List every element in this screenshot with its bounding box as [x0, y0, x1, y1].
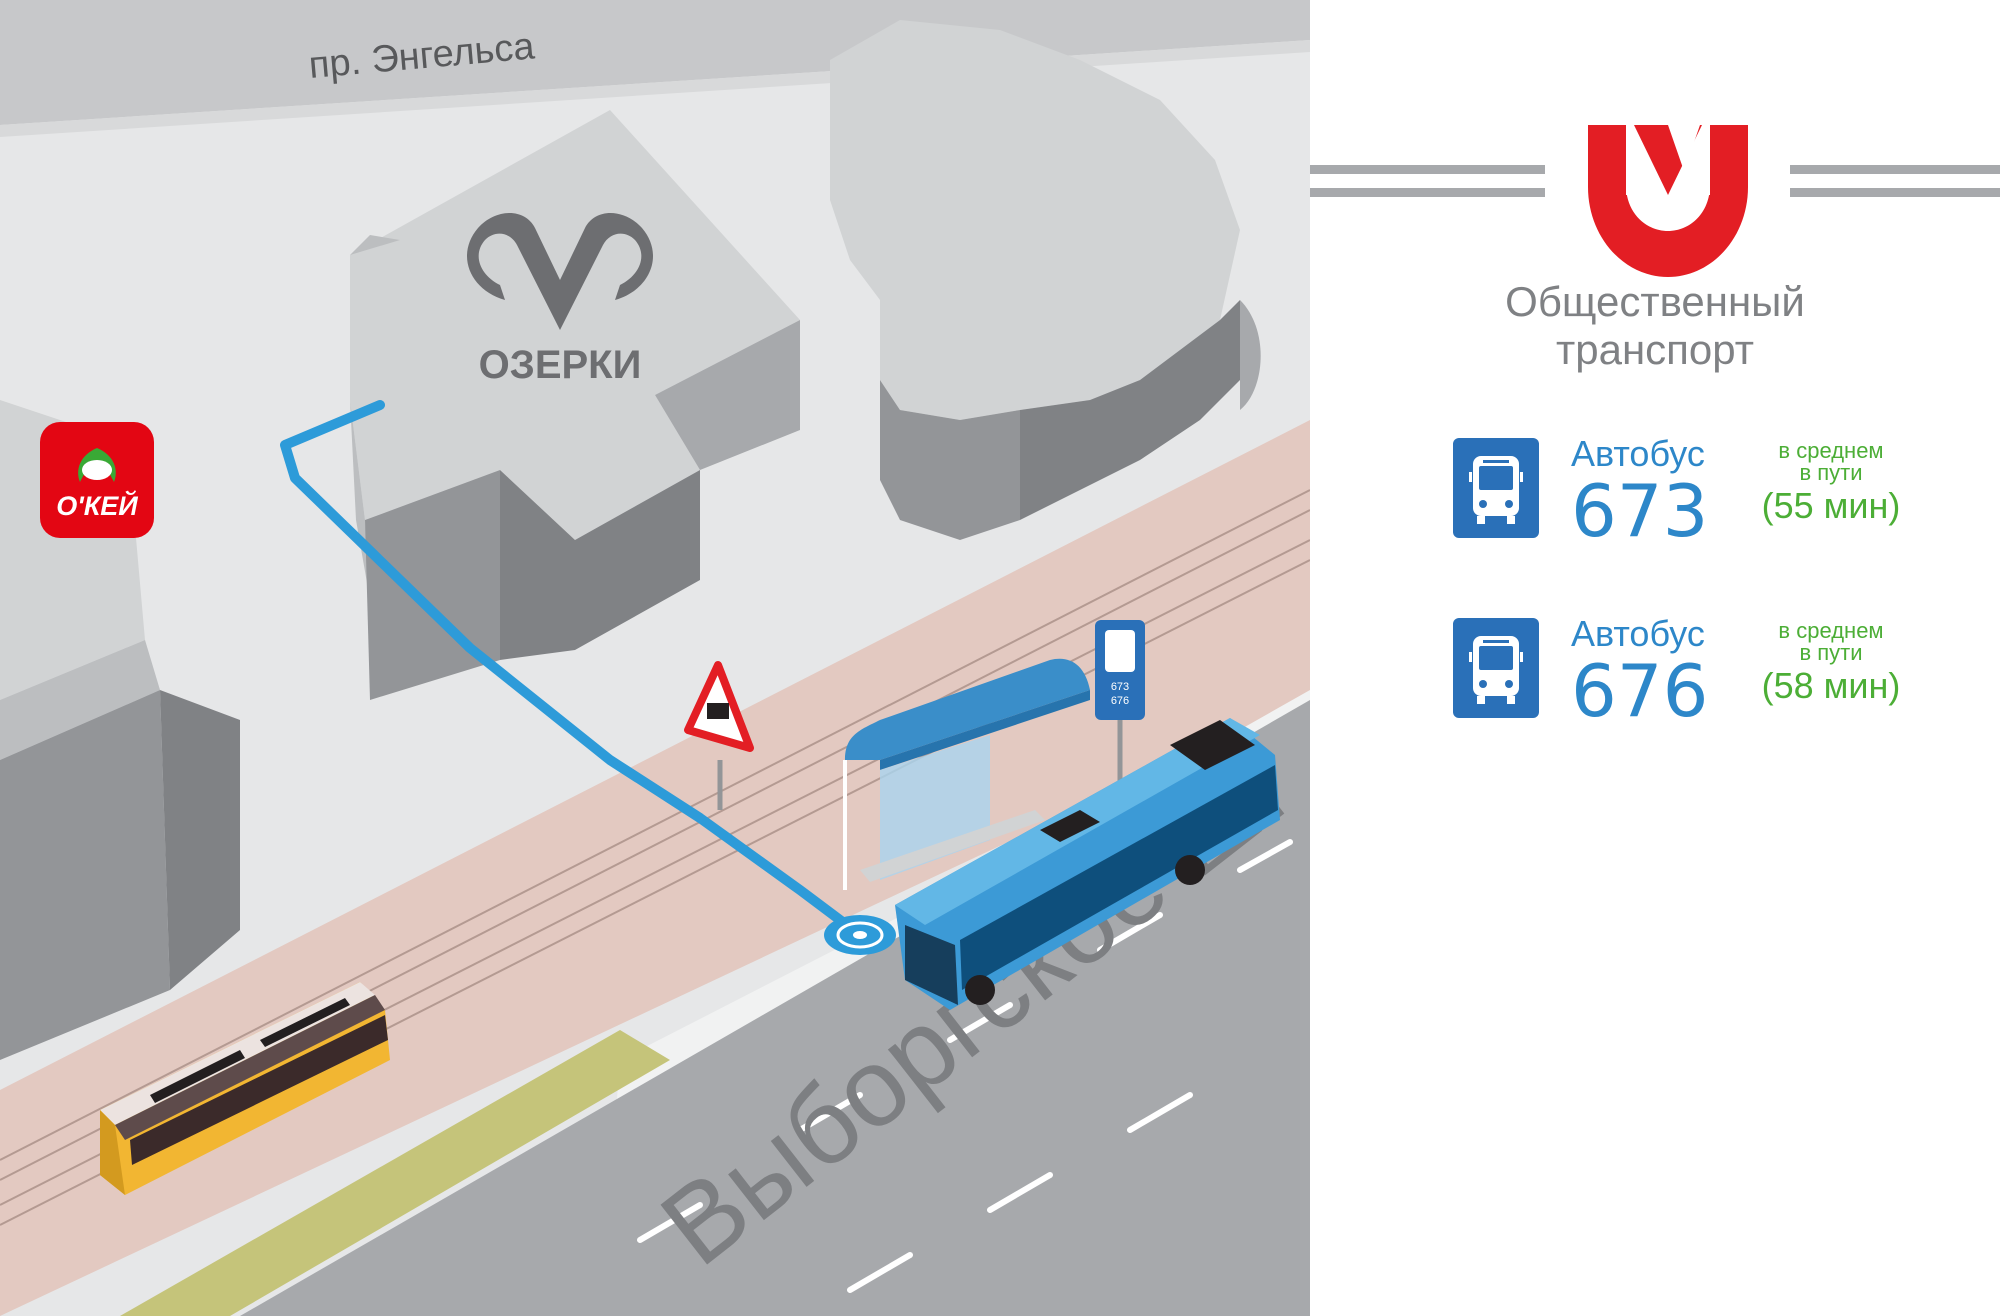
route-travel-time: (58 мин) — [1761, 665, 1901, 706]
bus-icon — [1453, 618, 1539, 718]
route-card: Автобус 673 в среднем в пути (55 мин) — [1453, 434, 1993, 558]
walking-route — [280, 400, 865, 940]
building-right — [830, 20, 1261, 540]
metro-station-name: ОЗЕРКИ — [479, 343, 642, 387]
metro-m-logo — [466, 213, 654, 330]
road-markings — [637, 839, 1293, 1293]
route-card: Автобус 676 в среднем в пути (58 мин) — [1453, 614, 1993, 738]
transit-map: пр. Энгельса Выборгское ш. — [0, 0, 1310, 1316]
brand-caption-line1: Общественный — [1505, 278, 1805, 325]
svg-text:673: 673 — [1111, 681, 1129, 693]
okey-logo: О'КЕЙ — [40, 422, 154, 538]
bus-stop-sign: 673 676 — [1095, 620, 1145, 820]
brand-line-right-bottom — [1790, 188, 2000, 197]
tram-warning-sign — [684, 661, 754, 810]
brand-caption-line2: транспорт — [1556, 326, 1754, 373]
brand-line-right-top — [1790, 165, 2000, 174]
route-travel-time: (55 мин) — [1761, 485, 1901, 526]
info-panel: Общественный транспорт Автобус 673 в сре… — [1310, 0, 2000, 1316]
sidewalk — [0, 420, 1310, 1316]
bus-shelter — [843, 658, 1090, 890]
route-avg-label: в пути — [1799, 460, 1863, 485]
route-type: Автобус — [1571, 433, 1705, 474]
lawn — [120, 1030, 670, 1316]
route-type: Автобус — [1571, 613, 1705, 654]
route-avg-label: в среднем — [1778, 618, 1884, 643]
moscow-transport-logo — [1588, 125, 1748, 277]
brand-caption: Общественный транспорт — [1310, 278, 2000, 374]
bus — [895, 718, 1280, 1010]
brand-line-left-bottom — [1310, 188, 1545, 197]
okey-logo-text: О'КЕЙ — [56, 489, 138, 521]
svg-text:676: 676 — [1111, 695, 1129, 707]
brand-line-left-top — [1310, 165, 1545, 174]
tram — [100, 982, 390, 1195]
route-number: 673 — [1571, 469, 1709, 553]
route-number: 676 — [1571, 649, 1709, 733]
route-avg-label: в пути — [1799, 640, 1863, 665]
route-avg-label: в среднем — [1778, 438, 1884, 463]
bus-icon — [1453, 438, 1539, 538]
